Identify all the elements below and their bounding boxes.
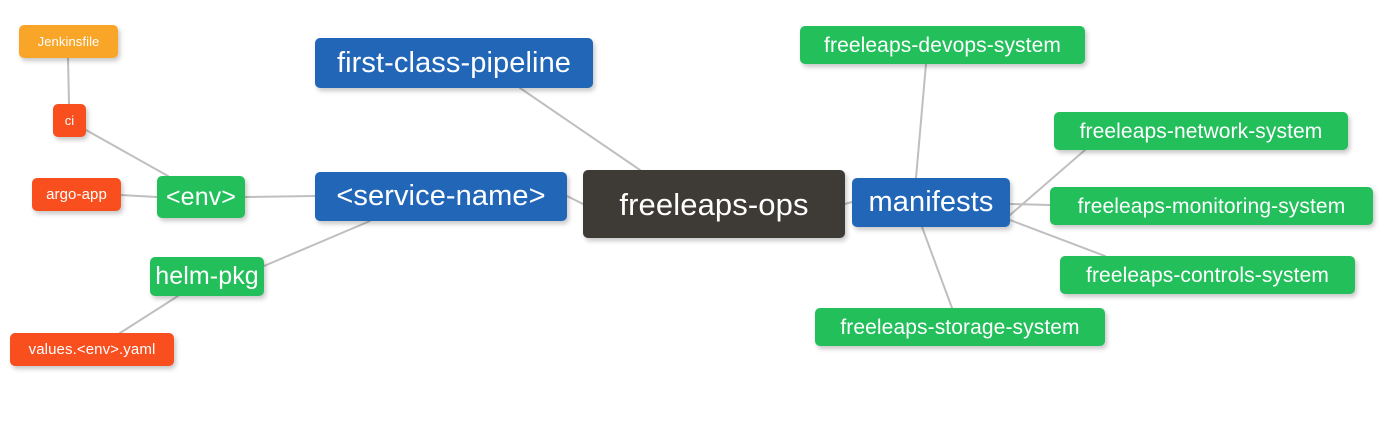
node-ci[interactable]: ci xyxy=(53,104,86,137)
edge-helm-pkg-to-values-env-yaml xyxy=(119,295,179,334)
node-argo-app[interactable]: argo-app xyxy=(32,178,121,211)
node-label-freeleaps-controls-system: freeleaps-controls-system xyxy=(1086,263,1329,287)
node-label-helm-pkg: helm-pkg xyxy=(155,262,259,290)
edge-service-name-to-helm-pkg xyxy=(263,220,371,267)
node-label-freeleaps-devops-system: freeleaps-devops-system xyxy=(824,33,1061,57)
node-freeleaps-controls-system[interactable]: freeleaps-controls-system xyxy=(1060,256,1355,294)
node-freeleaps-ops[interactable]: freeleaps-ops xyxy=(583,170,845,238)
node-label-manifests: manifests xyxy=(868,186,994,218)
edge-env-to-ci xyxy=(85,129,169,177)
edge-manifests-to-freeleaps-devops-system xyxy=(915,63,927,179)
node-label-freeleaps-network-system: freeleaps-network-system xyxy=(1079,119,1323,143)
node-helm-pkg[interactable]: helm-pkg xyxy=(150,257,264,296)
node-label-freeleaps-monitoring-system: freeleaps-monitoring-system xyxy=(1077,194,1346,218)
node-freeleaps-network-system[interactable]: freeleaps-network-system xyxy=(1054,112,1348,150)
edge-freeleaps-ops-to-manifests xyxy=(844,201,853,205)
edge-service-name-to-env xyxy=(244,195,316,198)
node-freeleaps-monitoring-system[interactable]: freeleaps-monitoring-system xyxy=(1050,187,1373,225)
node-label-argo-app: argo-app xyxy=(46,186,107,203)
node-freeleaps-devops-system[interactable]: freeleaps-devops-system xyxy=(800,26,1085,64)
edge-manifests-to-freeleaps-storage-system xyxy=(921,226,953,309)
edge-env-to-argo-app xyxy=(120,194,158,198)
node-label-jenkinsfile: Jenkinsfile xyxy=(37,34,100,49)
node-service-name[interactable]: <service-name> xyxy=(315,172,567,221)
edge-manifests-to-freeleaps-monitoring-system xyxy=(1009,203,1051,206)
edge-ci-to-jenkinsfile xyxy=(67,57,70,105)
node-jenkinsfile[interactable]: Jenkinsfile xyxy=(19,25,118,58)
edge-freeleaps-ops-to-first-class-pipeline xyxy=(519,87,641,171)
node-first-class-pipeline[interactable]: first-class-pipeline xyxy=(315,38,593,88)
node-label-values-env-yaml: values.<env>.yaml xyxy=(28,341,156,358)
node-freeleaps-storage-system[interactable]: freeleaps-storage-system xyxy=(815,308,1105,346)
node-label-freeleaps-storage-system: freeleaps-storage-system xyxy=(840,315,1080,339)
node-label-first-class-pipeline: first-class-pipeline xyxy=(336,46,572,79)
node-manifests[interactable]: manifests xyxy=(852,178,1010,227)
edge-freeleaps-ops-to-service-name xyxy=(566,195,584,205)
node-label-freeleaps-ops: freeleaps-ops xyxy=(619,186,809,222)
edge-manifests-to-freeleaps-controls-system xyxy=(1009,219,1106,257)
node-label-service-name: <service-name> xyxy=(336,180,546,212)
node-label-env: <env> xyxy=(165,182,236,211)
node-values-env-yaml[interactable]: values.<env>.yaml xyxy=(10,333,174,366)
node-env[interactable]: <env> xyxy=(157,176,245,218)
node-label-ci: ci xyxy=(64,113,75,128)
